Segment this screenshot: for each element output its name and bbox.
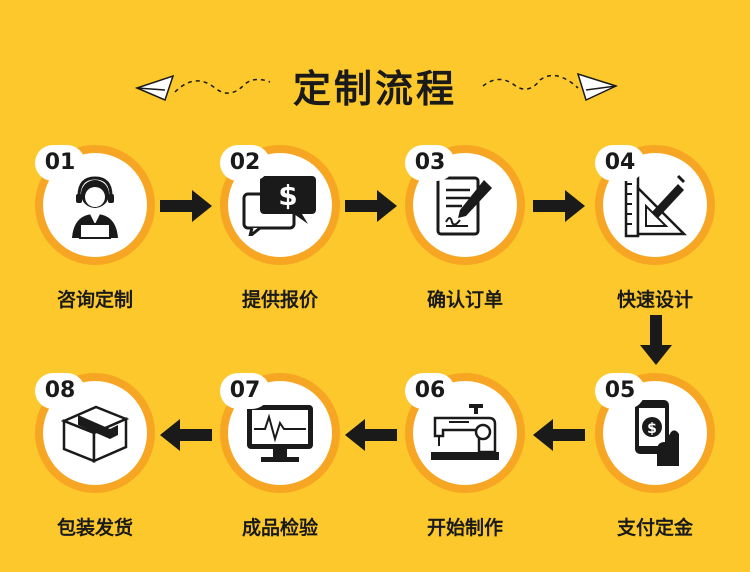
step-circle (413, 153, 517, 257)
step-label: 快速设计 (616, 289, 693, 311)
customer-service-icon (72, 176, 118, 239)
step-label: 咨询定制 (56, 289, 133, 311)
step-label: 包装发货 (56, 517, 133, 539)
step-number: 05 (595, 373, 645, 409)
mobile-payment-icon: $ (635, 400, 679, 466)
arrow-left-icon (533, 419, 585, 451)
step-label: 提供报价 (241, 289, 318, 311)
arrow-left-icon (345, 419, 397, 451)
paper-plane-left-icon (135, 74, 271, 102)
arrow-left-icon (160, 419, 212, 451)
step-number: 01 (35, 145, 85, 181)
step-label: 确认订单 (426, 289, 503, 311)
package-box-icon (60, 405, 130, 463)
page-title: 定制流程 (292, 67, 457, 111)
step-label: 支付定金 (616, 517, 693, 539)
step-circle (228, 381, 332, 485)
monitor-inspection-icon (247, 405, 313, 462)
step-label: 成品检验 (241, 517, 318, 539)
step-label: 开始制作 (426, 517, 503, 539)
arrow-right-icon (160, 190, 212, 222)
step-circle: $ (603, 381, 707, 485)
step-number: 02 (220, 145, 270, 181)
svg-text:$: $ (647, 421, 657, 437)
arrow-down-icon (640, 315, 672, 365)
sewing-machine-icon (431, 404, 499, 460)
price-quote-icon: $ (242, 176, 316, 236)
step-number: 03 (405, 145, 455, 181)
svg-text:$: $ (278, 179, 297, 212)
arrow-right-icon (533, 190, 585, 222)
step-number: 08 (35, 373, 85, 409)
sign-document-icon (436, 176, 492, 236)
step-number: 06 (405, 373, 455, 409)
step-number: 04 (595, 145, 645, 181)
ruler-design-icon (624, 172, 688, 238)
arrow-right-icon (345, 190, 397, 222)
paper-plane-right-icon (482, 72, 618, 102)
step-number: 07 (220, 373, 270, 409)
